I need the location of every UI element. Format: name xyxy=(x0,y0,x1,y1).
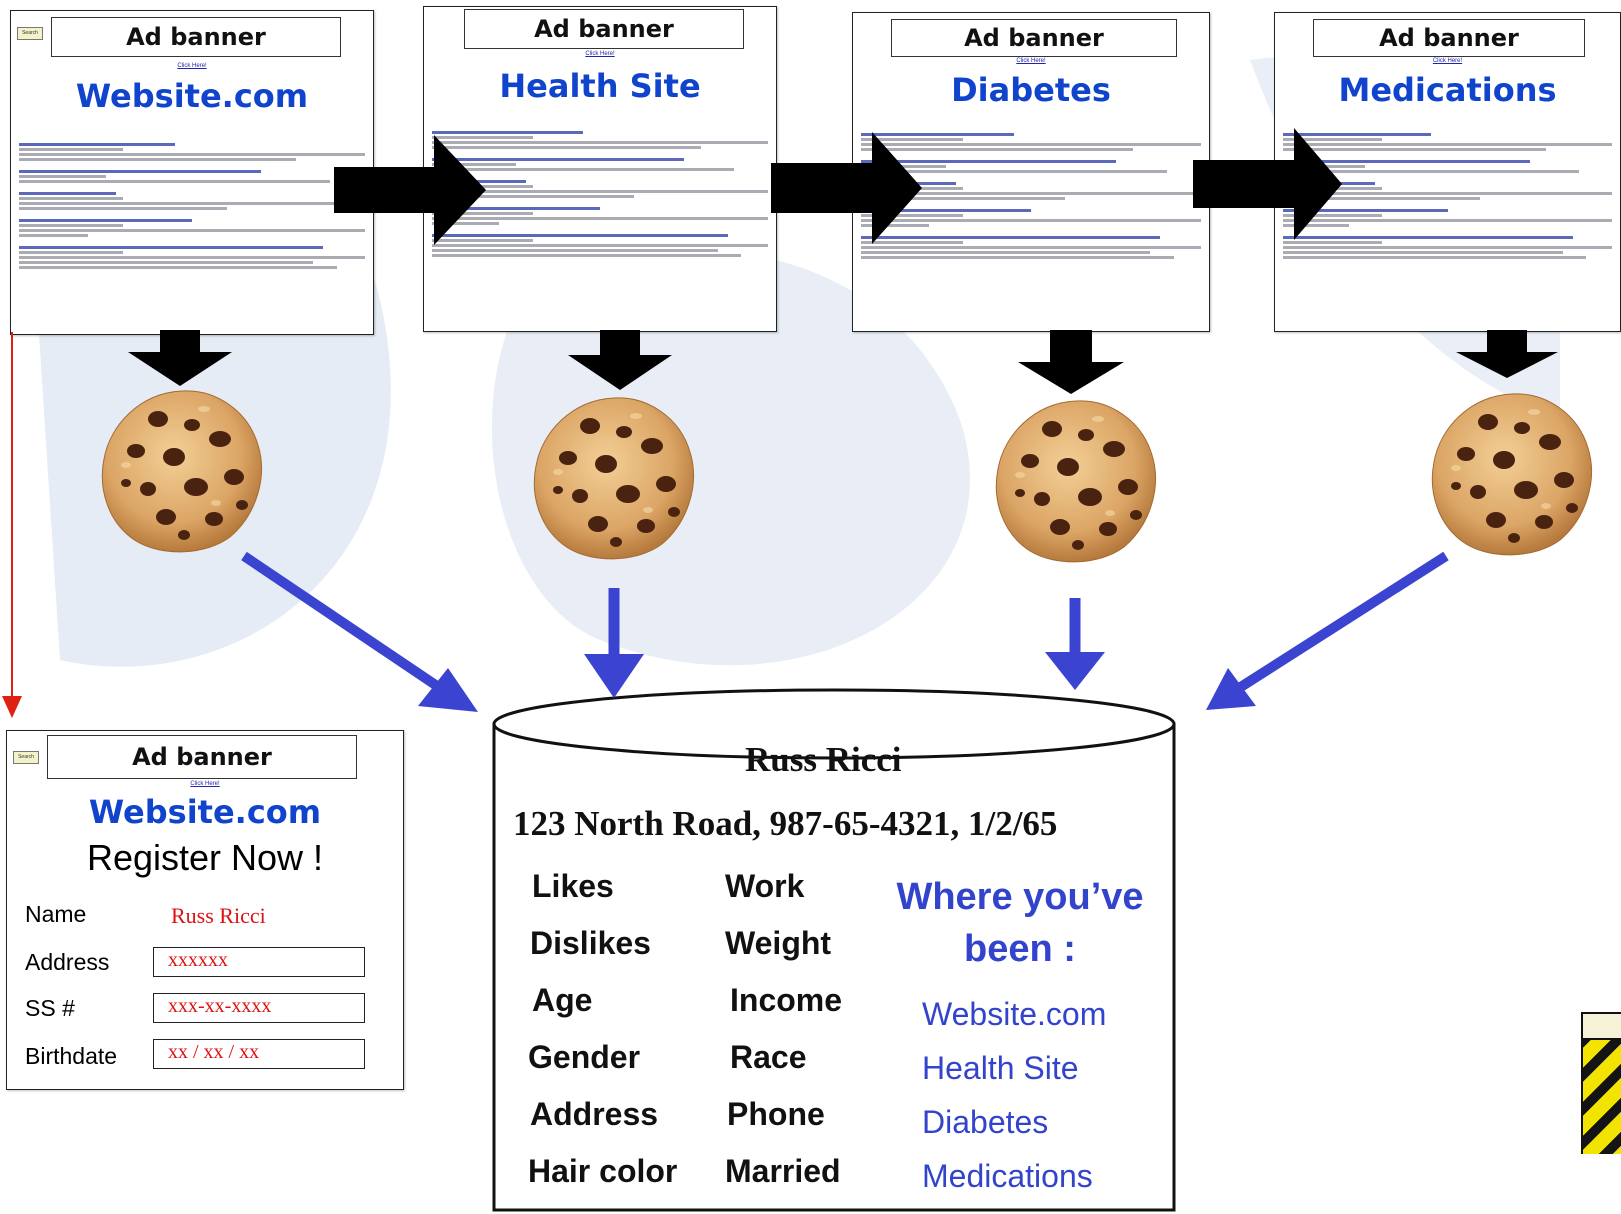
click-here-link: Click Here! xyxy=(177,63,207,69)
search-results xyxy=(432,129,768,266)
visited-site: Diabetes xyxy=(922,1104,1049,1140)
where-heading-line1: Where you’ve xyxy=(896,876,1144,918)
click-here-link: Click Here! xyxy=(1432,58,1463,64)
cookie-icon xyxy=(995,400,1157,563)
category-likes: Likes xyxy=(532,868,614,904)
name-label: Name xyxy=(25,901,87,927)
category-phone: Phone xyxy=(727,1096,825,1132)
category-address: Address xyxy=(530,1096,659,1132)
database-cylinder xyxy=(492,688,1176,1212)
search-button: Search xyxy=(17,27,43,40)
visited-site: Website.com xyxy=(922,996,1107,1032)
category-income: Income xyxy=(730,982,843,1018)
ad-banner: Ad banner xyxy=(51,17,341,57)
ad-banner: Ad banner xyxy=(47,735,357,779)
visited-site: Health Site xyxy=(922,1050,1079,1086)
ad-banner: Ad banner xyxy=(891,19,1177,57)
click-here-link: Click Here! xyxy=(1016,58,1046,64)
visited-site: Medications xyxy=(922,1158,1093,1194)
ad-banner: Ad banner xyxy=(1313,19,1585,57)
book-icon xyxy=(1581,1012,1621,1154)
category-gender: Gender xyxy=(528,1039,641,1075)
site-title: Medications xyxy=(1338,71,1557,109)
birthdate-field[interactable]: xx / xx / xx xyxy=(153,1039,365,1069)
website-screenshot-medications: Ad banner Click Here! Medications xyxy=(1274,12,1621,332)
ss-label: SS # xyxy=(25,995,75,1021)
ad-banner: Ad banner xyxy=(464,9,744,49)
search-results xyxy=(1283,131,1612,268)
address-label: Address xyxy=(25,949,110,975)
site-title: Website.com xyxy=(75,77,309,115)
cookie-icon xyxy=(101,390,263,553)
site-title: Website.com xyxy=(88,793,322,831)
database-name: Russ Ricci xyxy=(745,740,902,779)
category-married: Married xyxy=(725,1153,841,1189)
name-value: Russ Ricci xyxy=(171,903,266,928)
address-field[interactable]: xxxxxx xyxy=(153,947,365,977)
site-title: Diabetes xyxy=(951,71,1111,109)
category-work: Work xyxy=(725,868,805,904)
cookie-icon xyxy=(533,397,695,560)
category-race: Race xyxy=(730,1039,807,1075)
click-here-link: Click Here! xyxy=(585,51,615,57)
search-results xyxy=(19,141,365,278)
registration-form: Search Ad banner Click Here! Website.com… xyxy=(6,730,404,1090)
birthdate-label: Birthdate xyxy=(25,1043,118,1069)
category-age: Age xyxy=(532,982,593,1018)
cookie-icon xyxy=(1431,393,1593,556)
category-hair-color: Hair color xyxy=(528,1153,678,1189)
where-heading-line2: been : xyxy=(964,928,1076,970)
click-here-link: Click Here! xyxy=(190,781,220,787)
website-screenshot-website: Search Ad banner Click Here! Website.com xyxy=(10,10,374,335)
website-screenshot-diabetes: Ad banner Click Here! Diabetes xyxy=(852,12,1210,332)
database-info: 123 North Road, 987-65-4321, 1/2/65 xyxy=(513,804,1058,843)
search-button: Search xyxy=(13,751,39,764)
website-screenshot-health-site: Ad banner Click Here! Health Site xyxy=(423,6,777,332)
register-heading: Register Now ! xyxy=(86,837,324,878)
category-dislikes: Dislikes xyxy=(530,925,651,961)
category-weight: Weight xyxy=(725,925,832,961)
site-title: Health Site xyxy=(499,67,701,105)
ss-field[interactable]: xxx-xx-xxxx xyxy=(153,993,365,1023)
search-results xyxy=(861,131,1201,268)
